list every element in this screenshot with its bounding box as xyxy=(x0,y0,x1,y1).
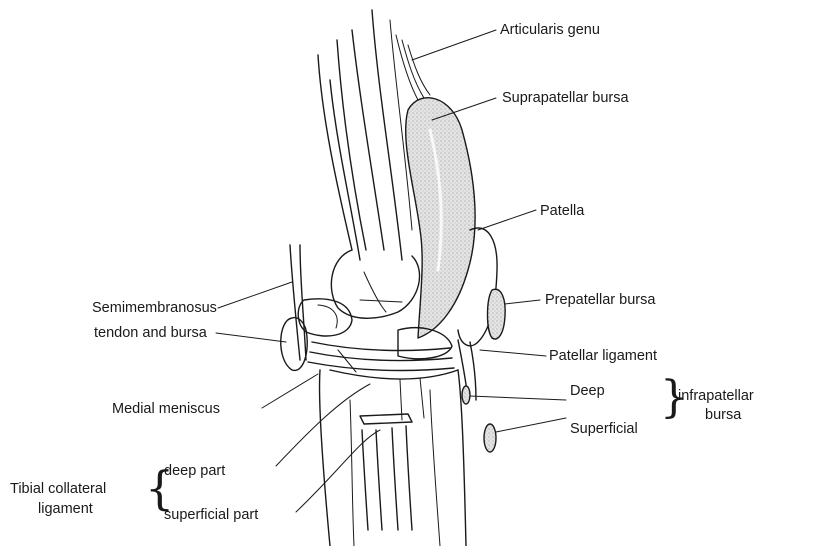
menisci xyxy=(297,298,455,372)
deep-infrapatellar-bursa xyxy=(461,385,471,405)
semimembranosus-tendon xyxy=(217,244,307,361)
patellar-ligament xyxy=(457,339,547,401)
quadriceps-tendon xyxy=(317,9,413,261)
articularis-genu xyxy=(395,29,497,101)
label-articularis-genu: Articularis genu xyxy=(500,22,600,38)
label-ligament: ligament xyxy=(38,501,93,517)
prepatellar-bursa-shape xyxy=(486,288,506,340)
label-tendon-and-bursa: tendon and bursa xyxy=(94,325,207,341)
label-tibial-collateral: Tibial collateral xyxy=(10,481,107,497)
label-patellar-ligament: Patellar ligament xyxy=(549,348,657,364)
label-infrapatellar-bursa: bursa xyxy=(705,407,742,423)
label-superficial-part: superficial part xyxy=(164,507,259,523)
label-deep: Deep xyxy=(570,383,605,399)
label-patella: Patella xyxy=(540,203,585,219)
label-superficial: Superficial xyxy=(570,421,638,437)
label-deep-part: deep part xyxy=(164,463,226,479)
label-medial-meniscus: Medial meniscus xyxy=(112,401,220,417)
semimembranosus-bursa xyxy=(280,316,308,371)
tibia xyxy=(318,369,467,546)
label-prepatellar-bursa: Prepatellar bursa xyxy=(545,292,656,308)
infrapatellar-brace: } xyxy=(660,372,688,423)
tibial-collateral-ligament xyxy=(359,413,413,531)
label-semimembranosus: Semimembranosus xyxy=(92,300,217,316)
label-suprapatellar-bursa: Suprapatellar bursa xyxy=(502,90,629,106)
label-infrapatellar: infrapatellar xyxy=(678,388,754,404)
superficial-infrapatellar-bursa xyxy=(483,423,497,453)
tibial-collateral-brace: { xyxy=(145,461,175,515)
femoral-condyle xyxy=(330,249,421,319)
